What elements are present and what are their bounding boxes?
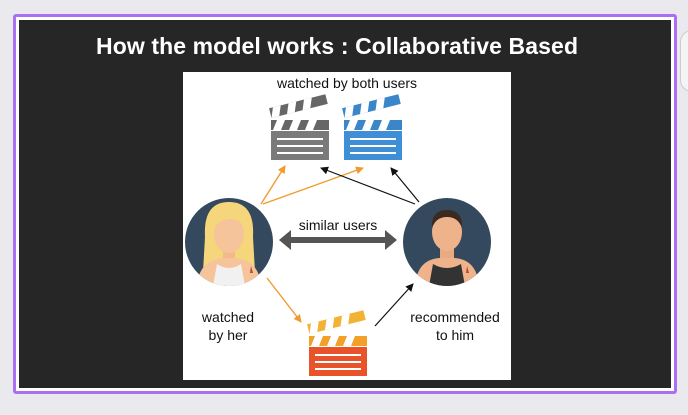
clapperboard-orange-icon [307,310,367,376]
arrow-man-to-blue [390,167,420,203]
collaborative-diagram: watched by both users similar users watc… [183,72,511,380]
label-watched-by-her: watched by her [193,308,263,344]
label-recommended-line2: to him [435,327,475,343]
clapperboard-blue-icon [342,94,402,160]
label-recommended-to-him: recommended to him [405,308,505,344]
double-arrow-icon [279,230,397,250]
arrow-woman-to-orange [266,277,302,323]
slide-title: How the model works : Collaborative Base… [96,33,579,59]
arrow-man-to-gray [320,166,416,205]
label-watched-line2: by her [208,327,248,343]
label-recommended-line1: recommended [410,309,500,325]
label-similar-users: similar users [298,217,378,233]
label-watched-by-both: watched by both users [276,75,418,91]
arrow-woman-to-gray [260,165,286,205]
arrow-orange-to-man [374,283,414,327]
woman-avatar-icon [185,198,273,286]
arrow-woman-to-blue [262,166,364,205]
side-panel-edge [680,30,688,92]
man-avatar-icon [403,198,491,286]
diagram-graphics [185,94,491,376]
label-watched-line1: watched [201,309,255,325]
clapperboard-gray-icon [269,94,329,160]
